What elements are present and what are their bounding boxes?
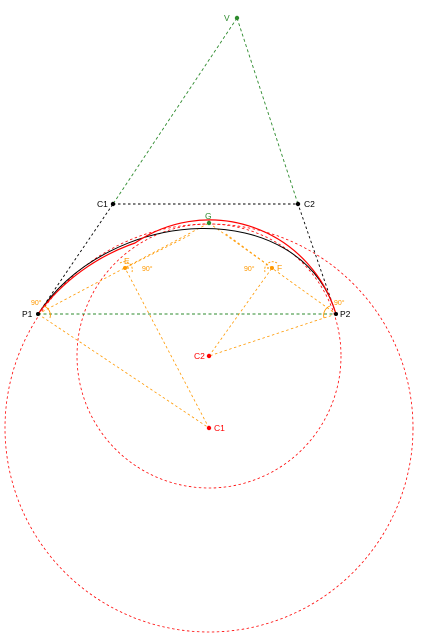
line-p1-c1 — [37, 203, 114, 315]
point-g-dot — [206, 220, 212, 226]
point-p2-dot — [334, 312, 338, 316]
label-c2: C2 — [304, 199, 315, 209]
red-arc-curve — [37, 219, 337, 315]
line-v-c2 — [236, 17, 299, 205]
label-v: V — [224, 13, 230, 23]
angle-label-p2: 90° — [334, 299, 345, 307]
point-f-dot — [270, 266, 274, 270]
label-c1-center: C1 — [214, 423, 225, 433]
line-p2-c2 — [297, 203, 337, 315]
point-v-dot — [234, 15, 240, 21]
orange-construction-lines — [37, 222, 337, 429]
point-e-dot — [123, 266, 127, 270]
point-c1-dot — [110, 201, 116, 207]
angle-label-e: 90° — [142, 265, 153, 273]
angle-label-f: 90° — [244, 265, 255, 273]
line-v-c1 — [112, 17, 238, 205]
angle-label-p1: 90° — [31, 299, 42, 307]
black-curve — [37, 228, 337, 315]
label-p1: P1 — [22, 309, 33, 319]
label-p2: P2 — [340, 309, 351, 319]
point-c2-dot — [295, 201, 301, 207]
point-c1-center-dot — [206, 425, 212, 431]
label-g: G — [205, 211, 212, 221]
angle-marks — [43, 261, 331, 319]
label-f: F — [277, 263, 282, 273]
label-e: E — [124, 256, 130, 266]
label-c1: C1 — [97, 199, 108, 209]
point-c2-center-dot — [206, 353, 212, 359]
point-p1-dot — [36, 312, 40, 316]
label-c2-center: C2 — [194, 351, 205, 361]
